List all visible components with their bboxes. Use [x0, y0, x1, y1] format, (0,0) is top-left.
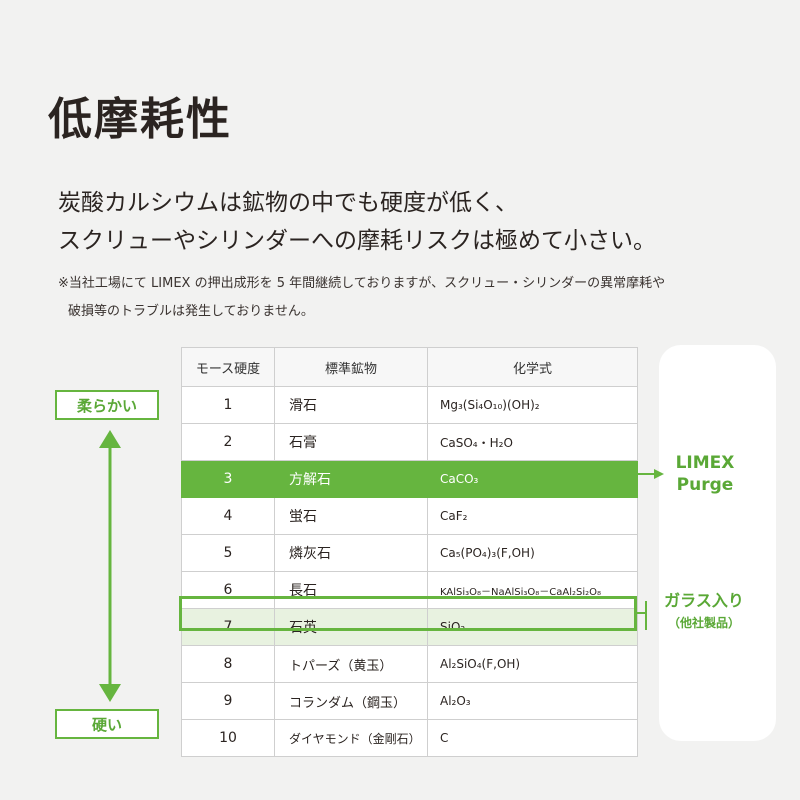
cell-mineral: トパーズ（黄玉）: [274, 645, 428, 683]
cell-hardness: 7: [181, 608, 275, 646]
cell-mineral: 方解石: [274, 460, 428, 498]
cell-hardness: 5: [181, 534, 275, 572]
limex-label-line-1: LIMEX: [675, 453, 735, 473]
cell-formula: C: [427, 719, 638, 757]
cell-mineral: 燐灰石: [274, 534, 428, 572]
cell-hardness: 3: [181, 460, 275, 498]
cell-hardness: 2: [181, 423, 275, 461]
limex-purge-label: LIMEX Purge: [665, 452, 745, 496]
table-header-row: モース硬度 標準鉱物 化学式: [181, 347, 638, 387]
cell-formula: Al₂SiO₄(F,OH): [427, 645, 638, 683]
mohs-hardness-table: モース硬度 標準鉱物 化学式 1 滑石 Mg₃(Si₄O₁₀)(OH)₂ 2 石…: [181, 347, 638, 757]
cell-formula: Ca₅(PO₄)₃(F,OH): [427, 534, 638, 572]
cell-formula: Al₂O₃: [427, 682, 638, 720]
footnote-line-1: ※当社工場にて LIMEX の押出成形を 5 年間継続しておりますが、スクリュー…: [58, 276, 666, 291]
glass-label-line-2: （他社製品）: [667, 616, 740, 630]
header-mineral: 標準鉱物: [274, 347, 428, 387]
cell-formula: KAlSi₃O₈－NaAlSi₃O₈－CaAl₂Si₂O₈: [427, 571, 638, 609]
table-row: 4 蛍石 CaF₂: [181, 497, 638, 535]
page-title: 低摩耗性: [48, 94, 232, 145]
cell-mineral: 石英: [274, 608, 428, 646]
lead-line-1: 炭酸カルシウムは鉱物の中でも硬度が低く、: [58, 190, 518, 216]
table-row: 8 トパーズ（黄玉） Al₂SiO₄(F,OH): [181, 645, 638, 683]
lead-text: 炭酸カルシウムは鉱物の中でも硬度が低く、 スクリューやシリンダーへの摩耗リスクは…: [58, 184, 656, 260]
cell-mineral: 滑石: [274, 386, 428, 424]
hard-label: 硬い: [55, 709, 159, 739]
cell-mineral: 長石: [274, 571, 428, 609]
cell-formula: CaF₂: [427, 497, 638, 535]
table-row: 9 コランダム（鋼玉） Al₂O₃: [181, 682, 638, 720]
cell-hardness: 6: [181, 571, 275, 609]
side-panel: [659, 345, 776, 741]
cell-hardness: 10: [181, 719, 275, 757]
cell-hardness: 9: [181, 682, 275, 720]
table-row-glass: 7 石英 SiO₂: [181, 608, 638, 646]
table-row: 1 滑石 Mg₃(Si₄O₁₀)(OH)₂: [181, 386, 638, 424]
table-row: 5 燐灰石 Ca₅(PO₄)₃(F,OH): [181, 534, 638, 572]
table-row: 6 長石 KAlSi₃O₈－NaAlSi₃O₈－CaAl₂Si₂O₈: [181, 571, 638, 609]
glass-label-line-1: ガラス入り: [664, 591, 744, 610]
glass-connector-line: [637, 601, 647, 630]
table-row: 2 石膏 CaSO₄・H₂O: [181, 423, 638, 461]
footnote: ※当社工場にて LIMEX の押出成形を 5 年間継続しておりますが、スクリュー…: [58, 270, 778, 326]
cell-formula: CaCO₃: [427, 460, 638, 498]
cell-hardness: 4: [181, 497, 275, 535]
hardness-arrow-icon: [99, 430, 121, 702]
table-row-limex: 3 方解石 CaCO₃: [181, 460, 638, 498]
header-hardness: モース硬度: [181, 347, 275, 387]
cell-hardness: 8: [181, 645, 275, 683]
footnote-line-2: 破損等のトラブルは発生しておりません。: [68, 304, 314, 319]
cell-mineral: ダイヤモンド（金剛石）: [274, 719, 428, 757]
cell-mineral: コランダム（鋼玉）: [274, 682, 428, 720]
lead-line-2: スクリューやシリンダーへの摩耗リスクは極めて小さい。: [58, 228, 656, 254]
glass-filled-label: ガラス入り （他社製品）: [652, 591, 756, 633]
table-row: 10 ダイヤモンド（金剛石） C: [181, 719, 638, 757]
cell-hardness: 1: [181, 386, 275, 424]
limex-label-line-2: Purge: [676, 475, 734, 495]
cell-mineral: 蛍石: [274, 497, 428, 535]
soft-label: 柔らかい: [55, 390, 159, 420]
cell-formula: CaSO₄・H₂O: [427, 423, 638, 461]
cell-formula: SiO₂: [427, 608, 638, 646]
cell-formula: Mg₃(Si₄O₁₀)(OH)₂: [427, 386, 638, 424]
header-formula: 化学式: [427, 347, 638, 387]
cell-mineral: 石膏: [274, 423, 428, 461]
